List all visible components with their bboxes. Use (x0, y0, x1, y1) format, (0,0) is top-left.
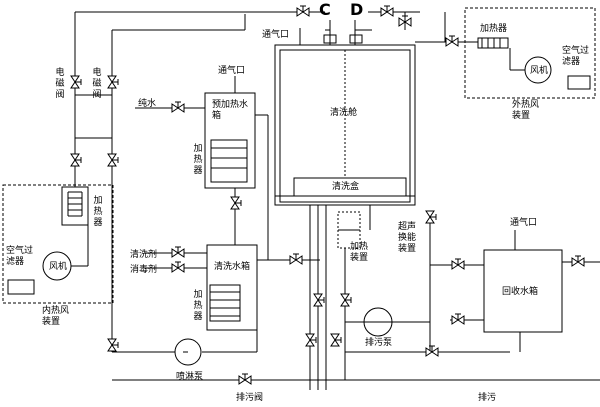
heater-preheat-label: 加热器 (193, 144, 203, 176)
disinfectant-label: 消毒剂 (130, 265, 158, 275)
heater-outer-label: 加热器 (480, 24, 508, 34)
drain-valve-label: 排污阀 (236, 393, 264, 403)
heater-wash-label: 加热器 (193, 290, 203, 322)
heater-inner-label: 加热器 (93, 196, 103, 228)
recovery-tank-label: 回收水箱 (502, 287, 539, 297)
fan-outer-label: 风机 (530, 66, 549, 76)
drain-label: 排污 (478, 393, 497, 403)
pure-water-label: 纯水 (138, 99, 157, 109)
solenoid-2-label: 电磁阀 (92, 68, 102, 100)
inner-hot-air-label: 内热风装置 (42, 306, 70, 327)
outer-hot-air-label: 外热风装置 (512, 100, 540, 121)
air-filter-inner-label: 空气过滤器 (6, 246, 34, 267)
solenoid-1-label: 电磁阀 (55, 68, 65, 100)
ultrasonic-label: 超声换能装置 (398, 222, 417, 254)
wash-tank-label: 清洗水箱 (214, 262, 251, 272)
air-filter-outer-label: 空气过滤器 (562, 46, 590, 67)
fan-inner-label: 风机 (49, 262, 68, 272)
detergent-label: 清洗剂 (130, 250, 158, 260)
spray-pump-label: 喷淋泵 (176, 372, 204, 382)
heating-device-label: 加热装置 (350, 242, 369, 263)
cleaning-chamber-label: 清洗舱 (330, 108, 358, 118)
vent-recovery-label: 通气口 (510, 218, 538, 228)
port-d-label: D (350, 0, 364, 19)
drain-pump-label: 排污泵 (365, 338, 393, 348)
cleaning-box-label: 清洗盒 (332, 182, 360, 192)
vent-top-label: 通气口 (262, 30, 290, 40)
vent-preheat-label: 通气口 (218, 66, 246, 76)
preheat-tank-label: 预加热水箱 (212, 100, 249, 121)
port-c-label: C (319, 0, 331, 19)
